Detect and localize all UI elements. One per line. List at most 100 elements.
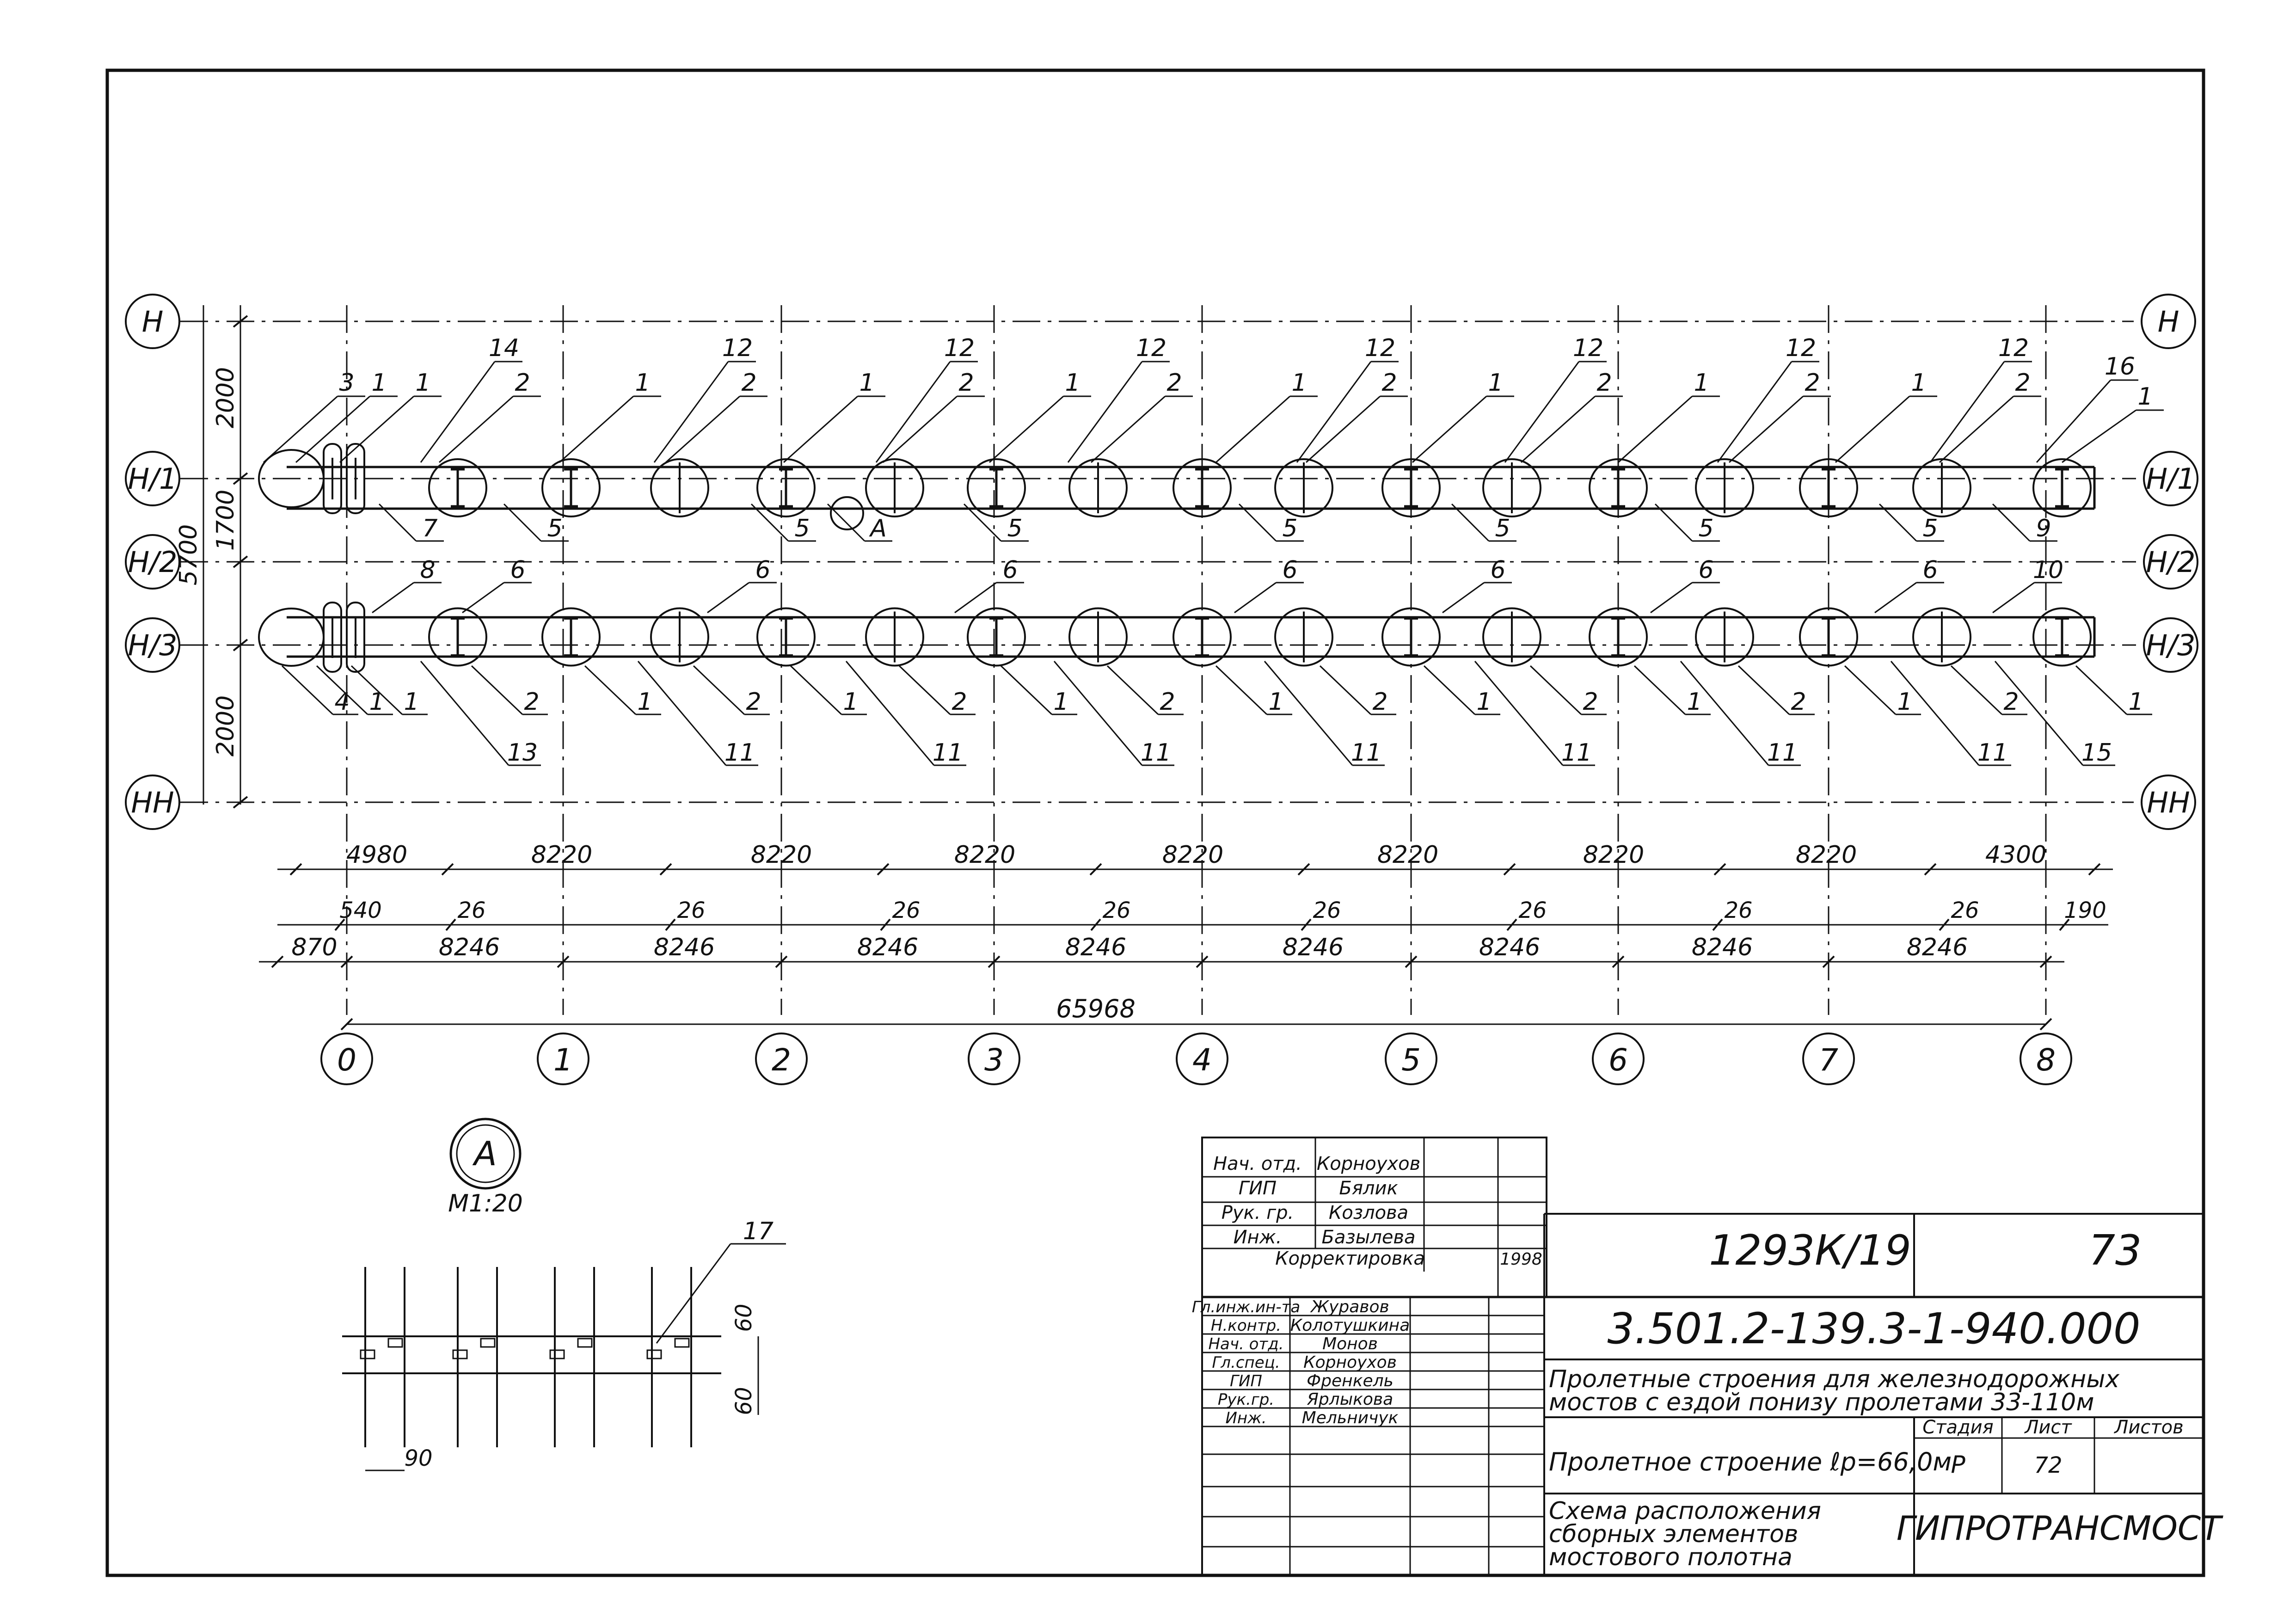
dim-row3-value-2: 8246: [654, 934, 715, 961]
callout-top-9: 12: [944, 334, 975, 362]
callout-top-21: 12: [1786, 334, 1816, 362]
dim-row3-tick-7: [1612, 955, 1625, 968]
callout-below-a-13-leader: [1529, 665, 1582, 715]
stamp-role-0: Гл.инж.ин-та: [1192, 1298, 1300, 1316]
dim-row1-tick-4: [1089, 863, 1102, 876]
callout-above-lower-4-leader: [1234, 582, 1277, 614]
callout-below-a-18-leader: [2075, 665, 2128, 715]
vertical-dim-tick-1: [233, 472, 248, 485]
bearing-node-0-4: [865, 458, 924, 517]
row-label-left-Н: Н: [142, 305, 164, 338]
dim-row2-tick: [665, 918, 676, 931]
callout-under-upper-9-leader: [1992, 503, 2031, 542]
dim-row3-value-0: 870: [291, 934, 337, 961]
callout-below-a-0-leader: [281, 665, 334, 715]
callout-top-26-leader: [2036, 379, 2112, 463]
callout-below-b-7-leader: [1890, 661, 1980, 766]
callout-under-upper-1: 5: [547, 515, 562, 542]
callout-below-a-11-leader: [1319, 665, 1372, 715]
stamp-name-0: Журавов: [1310, 1297, 1389, 1316]
bearing-node-0-3: [756, 458, 816, 517]
bearing-node-0-8: [1274, 458, 1333, 517]
oval-tie-b-1: [346, 602, 365, 673]
callout-below-b-2: 11: [933, 739, 963, 767]
callout-below-b-6-leader: [1680, 661, 1769, 766]
dim-row3-value-3: 8246: [857, 934, 918, 961]
stamp-desc-line2: сборных элементов: [1549, 1520, 1799, 1548]
stamp-sheet-value: 72: [2034, 1452, 2062, 1478]
callout-below-a-16: 1: [1897, 688, 1912, 716]
callout-below-a-7-leader: [898, 665, 951, 715]
dim-total-tick-right: [2039, 1018, 2052, 1031]
column-label-7: 7: [1819, 1042, 1838, 1078]
callout-under-upper-2-leader: [750, 503, 789, 542]
dim-row2-value-2: 26: [677, 898, 705, 923]
callout-top-20-leader: [1618, 395, 1693, 463]
correction-role-1: ГИП: [1239, 1178, 1277, 1199]
dim-row1-tick-5: [1297, 863, 1310, 876]
stamp-name-2: Монов: [1322, 1334, 1378, 1353]
callout-below-b-2-leader: [845, 661, 935, 766]
detail-bolt-3: [646, 1349, 662, 1359]
callout-under-upper-7-leader: [1654, 503, 1693, 542]
bearing-node-0-10: [1482, 458, 1541, 517]
callout-top-19: 2: [1596, 369, 1612, 397]
callout-top-8-leader: [783, 395, 858, 463]
bearing-node-1-0: [428, 607, 487, 667]
dim-row1-value-1: 8220: [531, 841, 592, 869]
dim-row2-value-9: 190: [2064, 898, 2106, 923]
callout-under-upper-3-leader: [827, 503, 866, 542]
callout-under-upper-6: 5: [1495, 515, 1510, 542]
callout-below-a-2-leader: [350, 665, 403, 715]
callout-under-upper-4: 5: [1007, 515, 1022, 542]
column-label-4: 4: [1192, 1042, 1212, 1078]
callout-below-a-8-leader: [1000, 665, 1053, 715]
row-bubble-left-НН: [125, 775, 180, 830]
correction-title: Корректировка: [1275, 1248, 1425, 1269]
correction-name-2: Козлова: [1329, 1202, 1408, 1223]
row-label-left-Н-1: Н/1: [128, 462, 178, 496]
callout-above-lower-6: 6: [1698, 556, 1713, 584]
oval-tie-a-0: [323, 443, 342, 514]
stamp-role-4: ГИП: [1230, 1372, 1262, 1390]
detail-mark-inner: [456, 1124, 515, 1183]
column-label-3: 3: [984, 1042, 1004, 1078]
column-bubble-5: [1385, 1033, 1437, 1085]
dim-row2-value-4: 26: [1102, 898, 1130, 923]
callout-above-lower-1: 6: [510, 556, 525, 584]
dim-row1-value-3: 8220: [954, 841, 1015, 869]
dim-row3-value-7: 8246: [1692, 934, 1753, 961]
dim-row3-tick-1: [340, 955, 353, 968]
callout-above-lower-7-leader: [1874, 582, 1917, 614]
callout-below-a-2: 1: [404, 688, 419, 716]
dim-row1-value-5: 8220: [1377, 841, 1438, 869]
dim-row3-tick-4: [988, 955, 1001, 968]
callout-below-a-1-leader: [316, 665, 368, 715]
bearing-node-0-7: [1173, 458, 1232, 517]
callout-top-6-leader: [653, 361, 729, 463]
callout-below-b-4-leader: [1264, 661, 1353, 766]
detail-a-callout-circle: [830, 496, 864, 530]
callout-below-b-3: 11: [1141, 739, 1171, 767]
callout-above-lower-3-leader: [954, 582, 997, 614]
callout-below-b-1-leader: [637, 661, 727, 766]
row-bubble-right-Н: [2141, 294, 2196, 349]
callout-top-7-leader: [665, 395, 740, 463]
stamp-name-1: Колотушкина: [1290, 1316, 1410, 1335]
column-label-2: 2: [772, 1042, 791, 1078]
callout-top-9-leader: [875, 361, 951, 463]
callout-top-18-leader: [1504, 361, 1580, 463]
callout-top-1-leader: [295, 395, 370, 463]
column-label-0: 0: [337, 1042, 356, 1078]
callout-below-b-4: 11: [1351, 739, 1381, 767]
callout-under-upper-8: 5: [1922, 515, 1938, 542]
dim-row2-value-1: 26: [457, 898, 485, 923]
bearing-node-1-2: [650, 607, 709, 667]
dim-row2-value-3: 26: [892, 898, 920, 923]
correction-name-1: Бялик: [1339, 1178, 1398, 1199]
dim-row2-tick: [1939, 918, 1950, 931]
callout-top-20: 1: [1694, 369, 1709, 397]
dim-row2-tick: [1090, 918, 1101, 931]
correction-name-0: Корноухов: [1317, 1153, 1420, 1174]
